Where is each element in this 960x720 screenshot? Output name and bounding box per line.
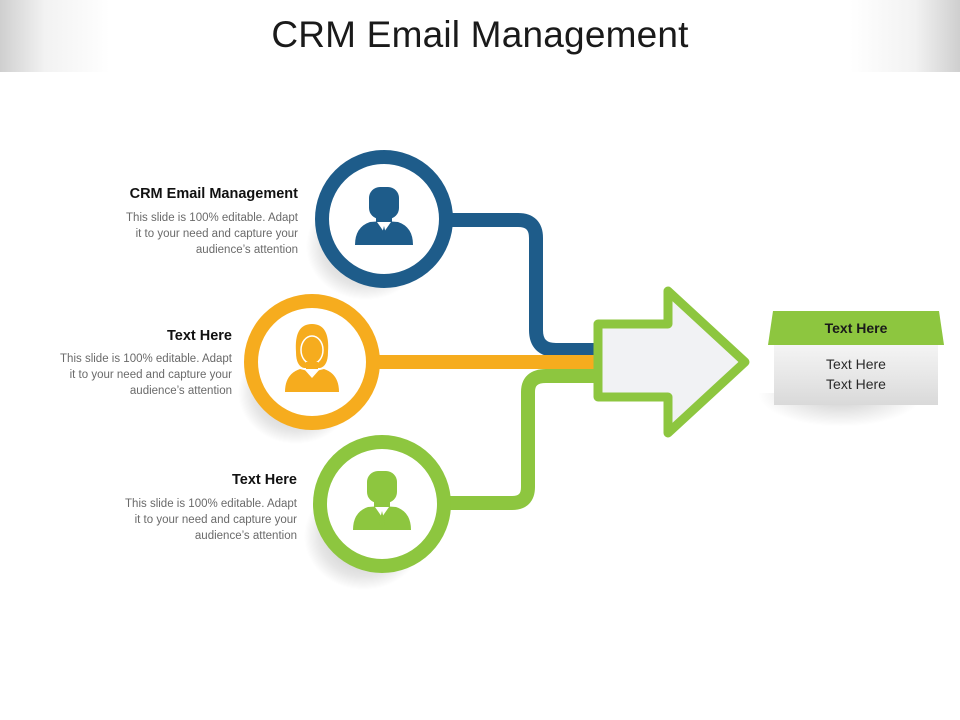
businessman-icon [355,187,413,245]
callout-header: Text Here [768,311,944,345]
callout-line: Text Here [826,376,886,392]
item-3-description-line: audience’s attention [194,530,297,542]
item-2-description-line: audience’s attention [129,385,232,397]
slide-title: CRM Email Management [271,14,689,55]
connector-blue [440,213,600,357]
businessman-icon [353,471,411,530]
item-2-description: This slide is 100% editable. Adapt it to… [60,351,232,399]
item-3-description-line: it to your need and capture your [134,514,297,526]
flow-arrow [593,286,750,438]
item-3-description: This slide is 100% editable. Adapt it to… [125,496,297,544]
callout-body: Text Here Text Here [774,345,938,405]
title-band [0,0,960,72]
item-1-description-line: This slide is 100% editable. Adapt [126,212,298,224]
item-1-heading: CRM Email Management [129,186,298,202]
connector-green [440,369,600,510]
item-1-description: This slide is 100% editable. Adapt it to… [126,210,298,258]
item-1-description-line: it to your need and capture your [135,228,298,240]
node-circle-green [304,435,451,590]
callout-line: Text Here [826,356,886,372]
item-2-description-line: it to your need and capture your [69,369,232,381]
item-3-heading: Text Here [231,472,297,488]
item-1-description-line: audience’s attention [195,244,298,256]
item-2-description-line: This slide is 100% editable. Adapt [60,353,232,365]
businesswoman-icon [285,324,339,392]
item-2-heading: Text Here [166,328,232,344]
callout-box: Text Here Text Here Text Here [768,311,944,406]
item-3-description-line: This slide is 100% editable. Adapt [125,498,297,510]
